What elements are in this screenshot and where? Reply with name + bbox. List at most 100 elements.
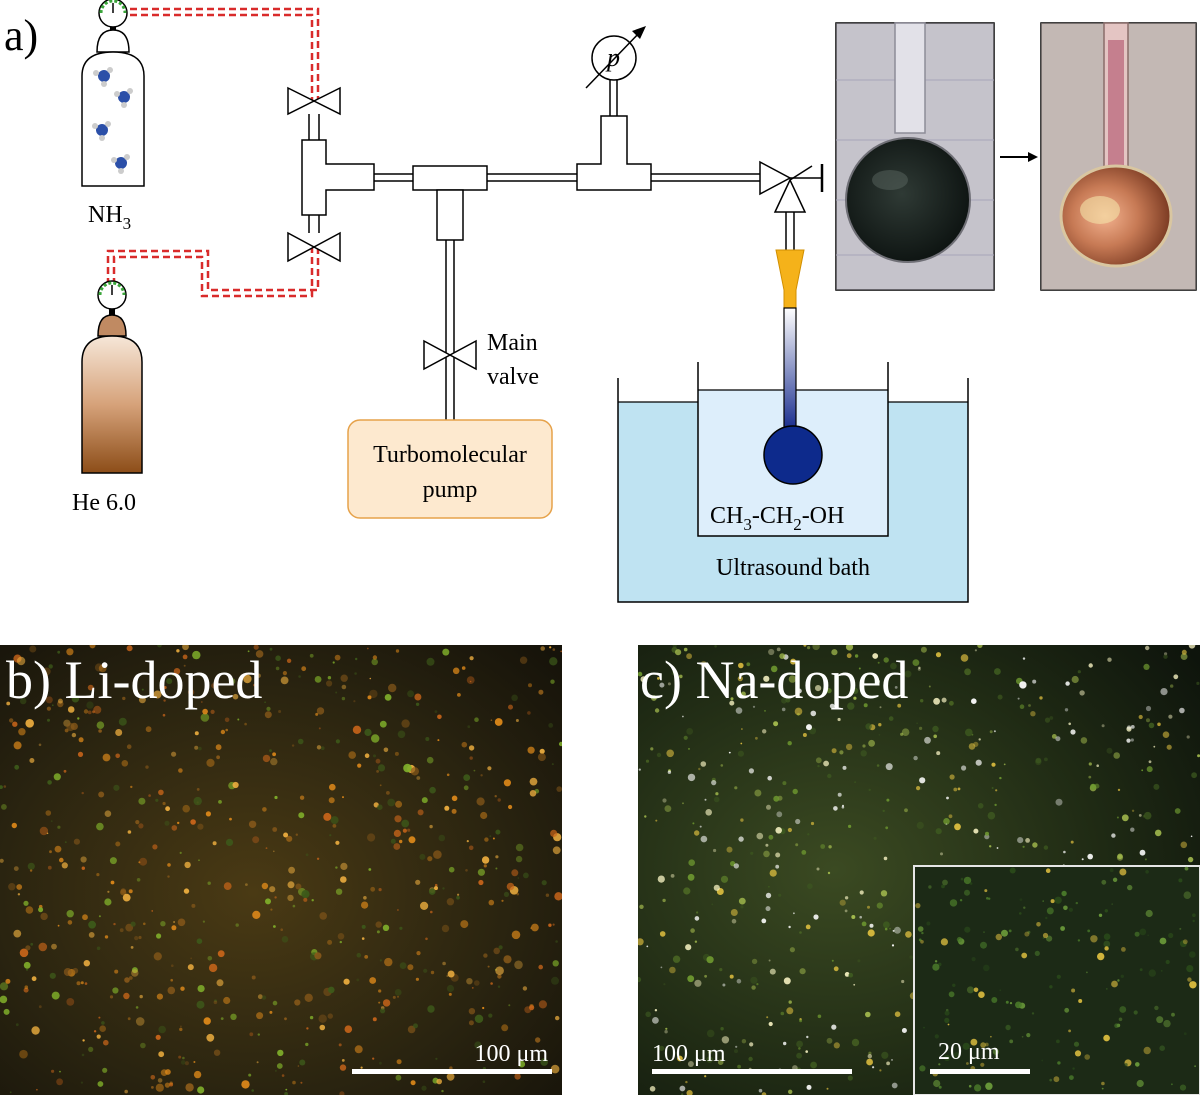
texture-speck <box>466 676 475 684</box>
texture-speck <box>683 887 691 895</box>
texture-speck <box>12 721 18 727</box>
texture-speck <box>1139 968 1143 972</box>
texture-speck <box>1183 891 1192 899</box>
texture-speck <box>1180 841 1188 849</box>
texture-speck <box>127 830 132 834</box>
texture-speck <box>1135 1062 1140 1067</box>
texture-speck <box>187 688 195 696</box>
texture-speck <box>171 925 177 931</box>
texture-speck <box>248 1073 252 1077</box>
texture-speck <box>1117 853 1123 860</box>
texture-speck <box>316 857 320 860</box>
texture-speck <box>272 827 278 832</box>
texture-speck <box>974 649 978 652</box>
texture-speck <box>798 1047 801 1050</box>
texture-speck <box>1032 842 1038 848</box>
texture-speck <box>1088 775 1092 779</box>
texture-speck <box>335 888 343 895</box>
texture-speck <box>537 753 546 762</box>
texture-speck <box>395 1074 402 1081</box>
texture-speck <box>531 923 539 932</box>
texture-speck <box>497 985 501 988</box>
texture-speck <box>413 1023 418 1029</box>
texture-speck <box>334 654 341 661</box>
texture-speck <box>73 838 80 845</box>
texture-speck <box>171 964 174 967</box>
texture-speck <box>1114 1023 1119 1028</box>
texture-speck <box>288 866 295 874</box>
texture-speck <box>696 911 699 914</box>
texture-speck <box>304 993 313 1002</box>
texture-speck <box>984 834 990 840</box>
texture-speck <box>196 1000 205 1009</box>
texture-speck <box>460 920 469 929</box>
texture-speck <box>280 676 289 685</box>
texture-speck <box>370 886 376 892</box>
texture-speck <box>698 767 701 771</box>
texture-speck <box>548 923 552 927</box>
texture-speck <box>1163 1019 1171 1028</box>
texture-speck <box>299 1059 306 1066</box>
texture-speck <box>83 709 89 714</box>
texture-speck <box>775 827 782 834</box>
texture-speck <box>868 1051 872 1055</box>
texture-speck <box>407 964 414 971</box>
texture-speck <box>644 815 647 818</box>
texture-speck <box>274 795 278 800</box>
texture-speck <box>961 765 967 771</box>
texture-speck <box>920 940 924 944</box>
texture-speck <box>503 779 511 787</box>
texture-speck <box>878 734 881 736</box>
texture-speck <box>1043 845 1049 850</box>
texture-speck <box>1153 783 1160 790</box>
texture-speck <box>375 921 382 928</box>
texture-speck <box>506 882 515 891</box>
texture-speck <box>788 1000 792 1004</box>
texture-speck <box>297 1065 300 1067</box>
texture-speck <box>420 901 429 911</box>
texture-speck <box>555 1015 560 1021</box>
texture-speck <box>71 694 80 703</box>
texture-speck <box>711 780 717 786</box>
texture-speck <box>783 1041 787 1046</box>
texture-speck <box>383 747 389 753</box>
texture-speck <box>183 664 186 667</box>
texture-speck <box>1153 745 1156 748</box>
texture-speck <box>426 756 434 764</box>
texture-speck <box>1148 969 1157 977</box>
texture-speck <box>366 647 369 650</box>
texture-speck <box>261 882 269 890</box>
texture-speck <box>699 825 702 828</box>
texture-speck <box>918 938 922 942</box>
texture-speck <box>140 1042 146 1049</box>
texture-speck <box>1055 736 1061 742</box>
texture-speck <box>244 722 247 726</box>
texture-speck <box>335 840 340 845</box>
texture-speck <box>935 652 942 658</box>
texture-speck <box>1187 977 1192 982</box>
texture-speck <box>659 1045 665 1051</box>
texture-speck <box>207 881 211 885</box>
texture-speck <box>844 909 848 913</box>
texture-speck <box>442 961 446 966</box>
texture-speck <box>962 1042 970 1050</box>
texture-speck <box>766 804 771 810</box>
texture-speck <box>1186 735 1190 739</box>
texture-speck <box>393 829 401 838</box>
texture-speck <box>1121 814 1129 822</box>
texture-speck <box>545 893 550 897</box>
texture-speck <box>1179 940 1187 948</box>
texture-speck <box>848 972 854 978</box>
texture-speck <box>468 745 475 751</box>
texture-speck <box>734 786 738 790</box>
texture-speck <box>768 885 770 888</box>
texture-speck <box>426 657 435 666</box>
texture-speck <box>515 843 524 852</box>
texture-speck <box>670 874 675 878</box>
texture-speck <box>143 922 146 926</box>
texture-speck <box>36 1088 38 1091</box>
nh3-inlet-valve <box>287 86 341 140</box>
texture-speck <box>197 1086 205 1094</box>
texture-speck <box>665 1027 668 1030</box>
texture-speck <box>402 828 407 833</box>
